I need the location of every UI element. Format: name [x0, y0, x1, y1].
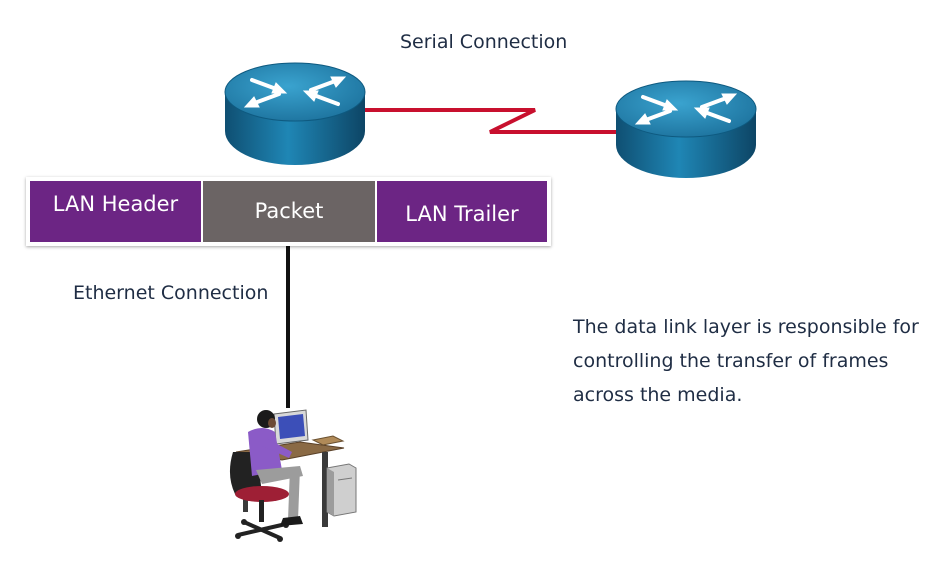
lan-trailer-label: LAN Trailer: [405, 202, 519, 226]
packet-label: Packet: [254, 199, 324, 223]
serial-link-line: [364, 108, 616, 134]
lan-header-segment: LAN Header: [30, 181, 201, 242]
router-icon: [615, 80, 757, 178]
serial-connection-label: Serial Connection: [400, 31, 568, 53]
router-icon: [224, 62, 366, 165]
description-text: The data link layer is responsible for c…: [573, 316, 919, 406]
workstation-user-icon: [229, 409, 357, 542]
lan-header-label: LAN Header: [52, 192, 179, 216]
packet-segment: Packet: [203, 181, 375, 242]
ethernet-connection-label: Ethernet Connection: [73, 282, 269, 304]
lan-trailer-segment: LAN Trailer: [377, 181, 547, 242]
frame-structure: LAN Header Packet LAN Trailer: [26, 177, 551, 246]
